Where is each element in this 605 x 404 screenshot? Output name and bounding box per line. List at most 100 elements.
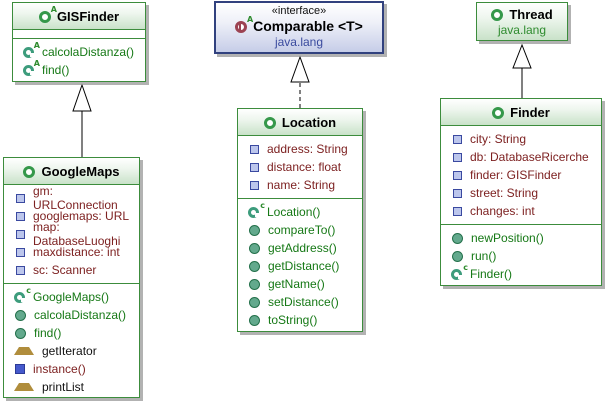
method-label: setDistance() [268,295,339,309]
inherited-member-icon [14,347,34,355]
field-label: distance: float [267,160,342,174]
method-row[interactable]: newPosition() [441,229,601,247]
method-row[interactable]: c Finder() [441,263,601,283]
field-row[interactable]: sc: Scanner [4,261,139,279]
field-icon [16,211,25,221]
generalization-googlemaps-gisfinder[interactable] [72,83,92,157]
method-row[interactable]: getAddress() [238,239,362,257]
field-label: city: String [470,132,527,146]
method-row[interactable]: printList [4,378,139,396]
fields-section-empty [13,30,145,39]
field-label: gm: URLConnection [33,184,118,212]
field-row[interactable]: name: String [238,176,362,194]
method-icon [249,314,260,326]
method-row[interactable]: A calcolaDistanza() [13,41,145,61]
constructor-icon: c [14,286,31,303]
methods-section: A calcolaDistanza() A find() [13,39,145,83]
method-row[interactable]: run() [441,247,601,265]
generalization-finder-thread[interactable] [512,43,532,98]
static-method-icon [15,364,25,374]
realization-location-comparable[interactable] [290,55,310,108]
method-label: compareTo() [268,223,336,237]
field-label: googlemaps: URL [33,209,130,223]
field-label: maxdistance: int [33,245,120,259]
abstract-method-icon: A [23,59,40,76]
class-header: A GISFinder [13,3,145,30]
class-box-gisfinder[interactable]: A GISFinder A calcolaDistanza() A find() [12,2,146,82]
class-icon [491,8,504,21]
class-box-thread[interactable]: Thread java.lang [476,2,568,41]
stereotype-label: «interface» [271,5,327,17]
constructor-icon: c [248,201,265,218]
method-row[interactable]: instance() [4,360,139,378]
field-row[interactable]: changes: int [441,202,601,220]
field-icon [16,265,25,275]
method-row[interactable]: setDistance() [238,293,362,311]
field-row[interactable]: googlemaps: URL [4,207,139,225]
class-box-googlemaps[interactable]: GoogleMaps gm: URLConnection googlemaps:… [3,157,140,398]
method-label: instance() [33,362,86,376]
fields-section: address: String distance: float name: St… [238,136,362,199]
interface-name: Comparable <T> [253,18,363,34]
field-row[interactable]: maxdistance: int [4,243,139,261]
inherited-member-icon [14,383,34,391]
field-row[interactable]: city: String [441,130,601,148]
field-row[interactable]: address: String [238,140,362,158]
field-label: street: String [470,186,539,200]
class-header: GoogleMaps [4,158,139,185]
method-label: Finder() [470,267,513,281]
field-label: db: DatabaseRicerche [470,150,589,164]
field-row[interactable]: distance: float [238,158,362,176]
fields-section: city: String db: DatabaseRicerche finder… [441,126,601,225]
method-icon [249,224,260,236]
method-row[interactable]: find() [4,324,139,342]
method-row[interactable]: A find() [13,59,145,79]
abstract-class-icon: A [38,5,57,23]
field-row[interactable]: map: DatabaseLuoghi [4,220,139,248]
class-header: Location [238,109,362,136]
field-label: changes: int [470,204,535,218]
method-label: getAddress() [268,241,337,255]
method-row[interactable]: compareTo() [238,221,362,239]
field-row[interactable]: db: DatabaseRicerche [441,148,601,166]
method-row[interactable]: calcolaDistanza() [4,306,139,324]
field-label: address: String [267,142,348,156]
method-label: calcolaDistanza() [34,308,127,322]
methods-section: c Location() compareTo() getAddress() ge… [238,199,362,333]
method-row[interactable]: c GoogleMaps() [4,286,139,306]
method-row[interactable]: getIterator [4,342,139,360]
method-icon [452,250,463,262]
method-row[interactable]: getName() [238,275,362,293]
interface-box-comparable[interactable]: «interface» A Comparable <T> java.lang [214,1,384,54]
method-row[interactable]: c Location() [238,201,362,221]
package-label: java.lang [274,35,324,49]
method-row[interactable]: toString() [238,311,362,329]
field-icon [250,162,259,172]
method-row[interactable]: getDistance() [238,257,362,275]
methods-section: newPosition() run() c Finder() [441,225,601,287]
method-icon [249,260,260,272]
method-icon [249,296,260,308]
field-row[interactable]: finder: GISFinder [441,166,601,184]
field-row[interactable]: street: String [441,184,601,202]
class-name: GoogleMaps [41,163,120,179]
method-label: run() [471,249,497,263]
field-row[interactable]: gm: URLConnection [4,184,139,212]
field-icon [16,229,25,239]
class-box-finder[interactable]: Finder city: String db: DatabaseRicerche… [440,98,602,286]
method-label: getIterator [42,344,97,358]
interface-icon: A [235,16,253,33]
method-label: find() [34,326,62,340]
class-header: Finder [441,99,601,126]
field-icon [453,152,462,162]
field-icon [16,247,25,257]
class-name: Finder [510,104,550,120]
package-label: java.lang [497,22,547,37]
class-icon [263,116,276,129]
class-header: Thread java.lang [477,3,567,40]
method-label: toString() [268,313,318,327]
constructor-icon: c [451,263,468,280]
field-icon [453,134,462,144]
class-box-location[interactable]: Location address: String distance: float… [237,108,363,332]
